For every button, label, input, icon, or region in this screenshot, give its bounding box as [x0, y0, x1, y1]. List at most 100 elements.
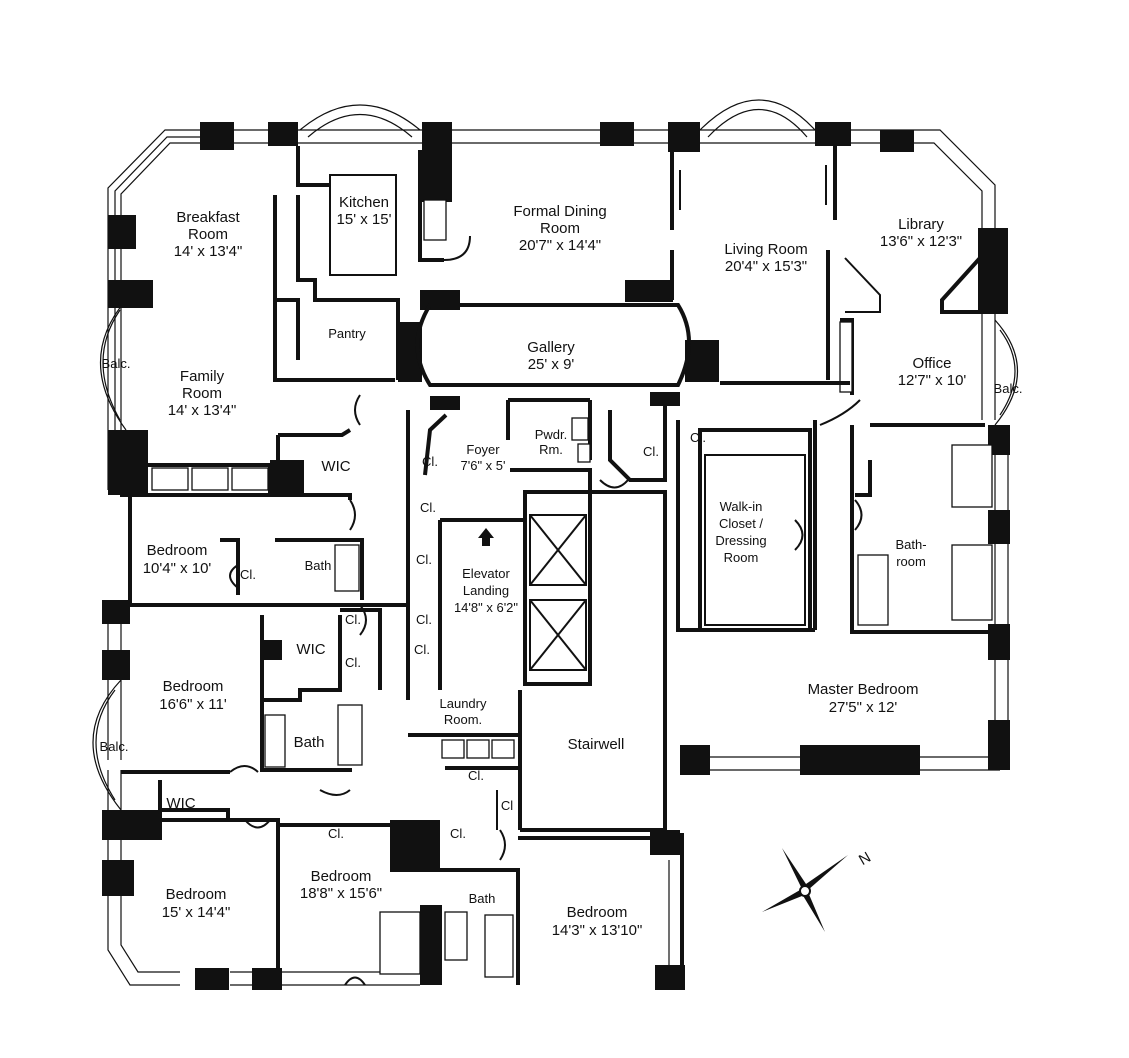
room-label-line: Cl.: [690, 430, 706, 445]
room-label-line: Balc.: [100, 739, 129, 754]
room-label-balc-left-bottom: Balc.: [100, 739, 129, 754]
room-label-line: Cl.: [420, 500, 436, 515]
room-label-cl-elevator-2: Cl.: [416, 552, 432, 567]
room-label-line: Room: [540, 220, 580, 237]
room-label-line: Bath: [294, 734, 325, 751]
room-label-line: Bedroom: [163, 678, 224, 695]
room-label-bathroom-master: Bath-room: [895, 537, 926, 569]
room-label-cl-bed1: Cl.: [240, 567, 256, 582]
room-label-line: Room: [724, 550, 759, 565]
room-label-line: WIC: [296, 641, 325, 658]
room-label-line: Room: [188, 226, 228, 243]
room-label-pantry: Pantry: [328, 326, 366, 341]
room-label-line: Room: [182, 385, 222, 402]
room-label-line: Pantry: [328, 326, 366, 341]
room-label-line: 14'3" x 13'10": [552, 922, 643, 939]
room-label-line: Bedroom: [311, 868, 372, 885]
room-label-line: Room.: [444, 712, 482, 727]
room-label-cl-laundry-2: Cl: [501, 798, 513, 813]
room-label-cl-master-hall: Cl.: [643, 444, 659, 459]
room-label-line: Family: [180, 368, 225, 385]
room-label-wic-2: WIC: [296, 641, 325, 658]
room-label-line: 12'7" x 10': [898, 372, 967, 389]
room-label-line: 14'8" x 6'2": [454, 600, 518, 615]
room-label-line: Laundry: [440, 696, 487, 711]
room-label-line: Cl.: [416, 552, 432, 567]
bay-windows: [92, 99, 1019, 811]
room-label-cl-bed5: Cl.: [450, 826, 466, 841]
room-label-line: Cl: [501, 798, 513, 813]
room-label-line: 15' x 15': [337, 211, 392, 228]
room-label-cl-bed4: Cl.: [328, 826, 344, 841]
compass-icon: [762, 848, 848, 932]
room-label-line: Cl.: [643, 444, 659, 459]
room-label-line: Bedroom: [567, 904, 628, 921]
room-label-line: Foyer: [466, 442, 500, 457]
room-label-line: Closet /: [719, 516, 763, 531]
room-label-line: 14' x 13'4": [174, 243, 243, 260]
room-label-line: Cl.: [345, 612, 361, 627]
room-label-line: Rm.: [539, 442, 563, 457]
room-label-cl-hall: Cl.: [420, 500, 436, 515]
room-label-line: Cl.: [345, 655, 361, 670]
wall-piers: [102, 122, 1010, 990]
room-label-line: Cl.: [450, 826, 466, 841]
room-label-line: 10'4" x 10': [143, 560, 212, 577]
room-label-line: Balc.: [102, 356, 131, 371]
room-label-cl-elevator-1: Cl.: [690, 430, 706, 445]
room-label-line: 20'7" x 14'4": [519, 237, 601, 254]
room-label-balc-left-top: Balc.: [102, 356, 131, 371]
room-label-cl-c: Cl.: [345, 612, 361, 627]
room-label-line: Bath-: [895, 537, 926, 552]
room-label-line: Formal Dining: [513, 203, 606, 220]
room-label-line: Cl.: [414, 642, 430, 657]
room-label-line: 27'5" x 12': [829, 699, 898, 716]
room-label-line: Kitchen: [339, 194, 389, 211]
room-label-line: 7'6" x 5': [461, 458, 506, 473]
interior-walls: [120, 146, 993, 985]
room-label-bath-3: Bath: [469, 891, 496, 906]
room-label-cl-b: Cl.: [414, 642, 430, 657]
room-label-line: Pwdr.: [535, 427, 568, 442]
room-label-line: Balc.: [994, 381, 1023, 396]
room-label-bath-2: Bath: [294, 734, 325, 751]
room-label-line: Cl.: [468, 768, 484, 783]
room-label-balc-right: Balc.: [994, 381, 1023, 396]
room-label-line: Cl.: [422, 454, 438, 469]
room-label-line: 20'4" x 15'3": [725, 258, 807, 275]
room-label-cl-laundry-1: Cl.: [468, 768, 484, 783]
room-label-line: Stairwell: [568, 736, 625, 753]
doors: [229, 235, 863, 986]
compass-north-label: N: [856, 849, 874, 869]
room-label-line: Landing: [463, 583, 509, 598]
room-label-line: Living Room: [724, 241, 807, 258]
room-label-line: room: [896, 554, 926, 569]
room-label-cl-d: Cl.: [345, 655, 361, 670]
room-label-line: Bedroom: [166, 886, 227, 903]
room-label-cl-foyer: Cl.: [422, 454, 438, 469]
room-label-wic-3: WIC: [166, 795, 195, 812]
room-label-line: Bath: [469, 891, 496, 906]
room-label-line: Cl.: [416, 612, 432, 627]
room-label-line: 13'6" x 12'3": [880, 233, 962, 250]
room-label-line: Dressing: [715, 533, 766, 548]
room-label-line: WIC: [166, 795, 195, 812]
room-label-line: Library: [898, 216, 944, 233]
room-label-line: Bedroom: [147, 542, 208, 559]
